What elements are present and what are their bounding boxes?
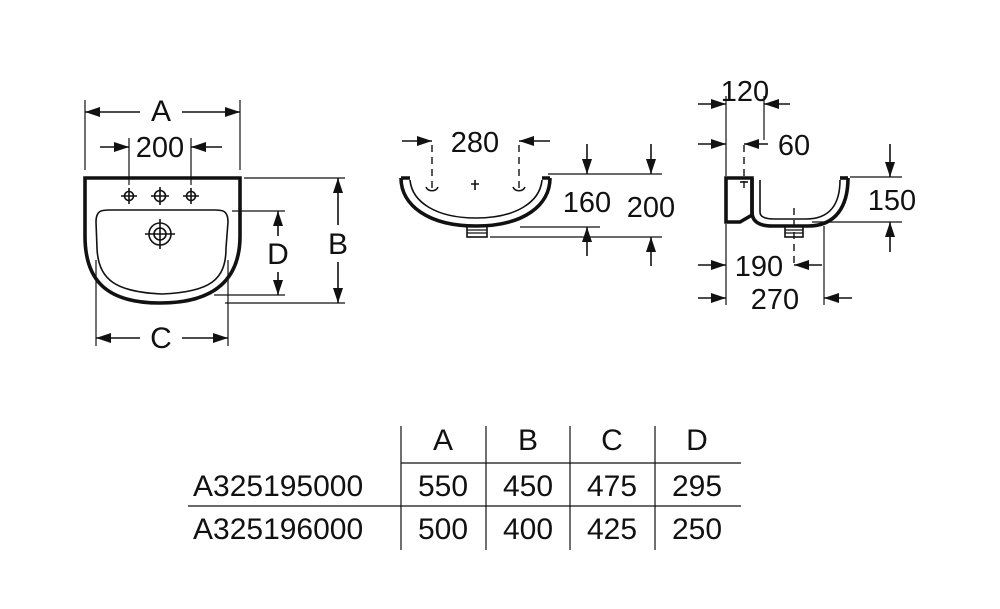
- dimension-270: [698, 226, 852, 305]
- section-view: 280 160 200: [399, 127, 675, 266]
- table-header-b: B: [518, 424, 538, 457]
- table-header-a: A: [433, 424, 453, 457]
- section-tap-hole-left: [425, 186, 439, 192]
- table-row-1-d: 295: [672, 470, 722, 503]
- dimension-120: [698, 96, 790, 176]
- side-back-outline: [724, 176, 754, 224]
- section-drain-icon: [466, 225, 488, 238]
- dimension-c-label: C: [150, 322, 172, 355]
- basin-front-outline: [83, 176, 242, 305]
- dimension-160-label: 160: [563, 187, 611, 219]
- dimension-200-section: [490, 144, 662, 266]
- dimension-270-label: 270: [751, 284, 799, 316]
- table-row-1-b: 450: [503, 470, 553, 503]
- dimension-table: A B C D A325195000 550 450 475 295 A3251…: [188, 424, 741, 550]
- table-row-2-b: 400: [503, 513, 553, 546]
- table-row-2-d: 250: [672, 513, 722, 546]
- side-view: 120 60 150 190: [698, 76, 916, 316]
- front-view: A 200 B D: [83, 95, 348, 355]
- dimension-200-front-label: 200: [136, 132, 184, 164]
- dimension-c: [95, 260, 229, 346]
- dimension-190: [698, 224, 822, 305]
- table-row-2-model: A325196000: [193, 513, 363, 546]
- dimension-60-label: 60: [778, 130, 810, 162]
- drain-icon: [145, 219, 175, 249]
- dimension-a: [84, 100, 241, 170]
- dimension-150-label: 150: [868, 185, 916, 217]
- dimension-280-label: 280: [451, 127, 499, 159]
- dimension-160: [520, 144, 600, 256]
- dimension-d: [214, 210, 285, 296]
- dimension-200-front: [100, 138, 222, 185]
- section-tap-hole-center: [471, 180, 479, 190]
- dimension-b: [225, 177, 345, 304]
- tap-hole-left: [121, 188, 137, 204]
- dimension-280: [402, 136, 550, 146]
- table-row-1-c: 475: [587, 470, 637, 503]
- basin-section-inner: [409, 179, 543, 219]
- dimension-a-label: A: [151, 95, 171, 128]
- tap-hole-right: [183, 188, 199, 204]
- table-row-2-c: 425: [587, 513, 637, 546]
- table-row-2-a: 500: [418, 513, 468, 546]
- dimension-120-label: 120: [721, 76, 769, 108]
- dimension-200-section-label: 200: [627, 192, 675, 224]
- basin-front-bowl: [95, 209, 229, 295]
- section-tap-hole-right: [512, 186, 526, 192]
- side-basin-inner: [759, 179, 841, 220]
- table-row-1-model: A325195000: [193, 470, 363, 503]
- dimension-190-label: 190: [735, 251, 783, 283]
- dimension-b-label: B: [328, 228, 348, 261]
- dimension-d-label: D: [267, 238, 289, 271]
- dimension-60: [698, 139, 768, 149]
- tap-hole-center: [151, 187, 169, 205]
- table-row-1-a: 550: [418, 470, 468, 503]
- dimension-150: [812, 144, 902, 252]
- table-header-d: D: [686, 424, 708, 457]
- table-header-c: C: [601, 424, 623, 457]
